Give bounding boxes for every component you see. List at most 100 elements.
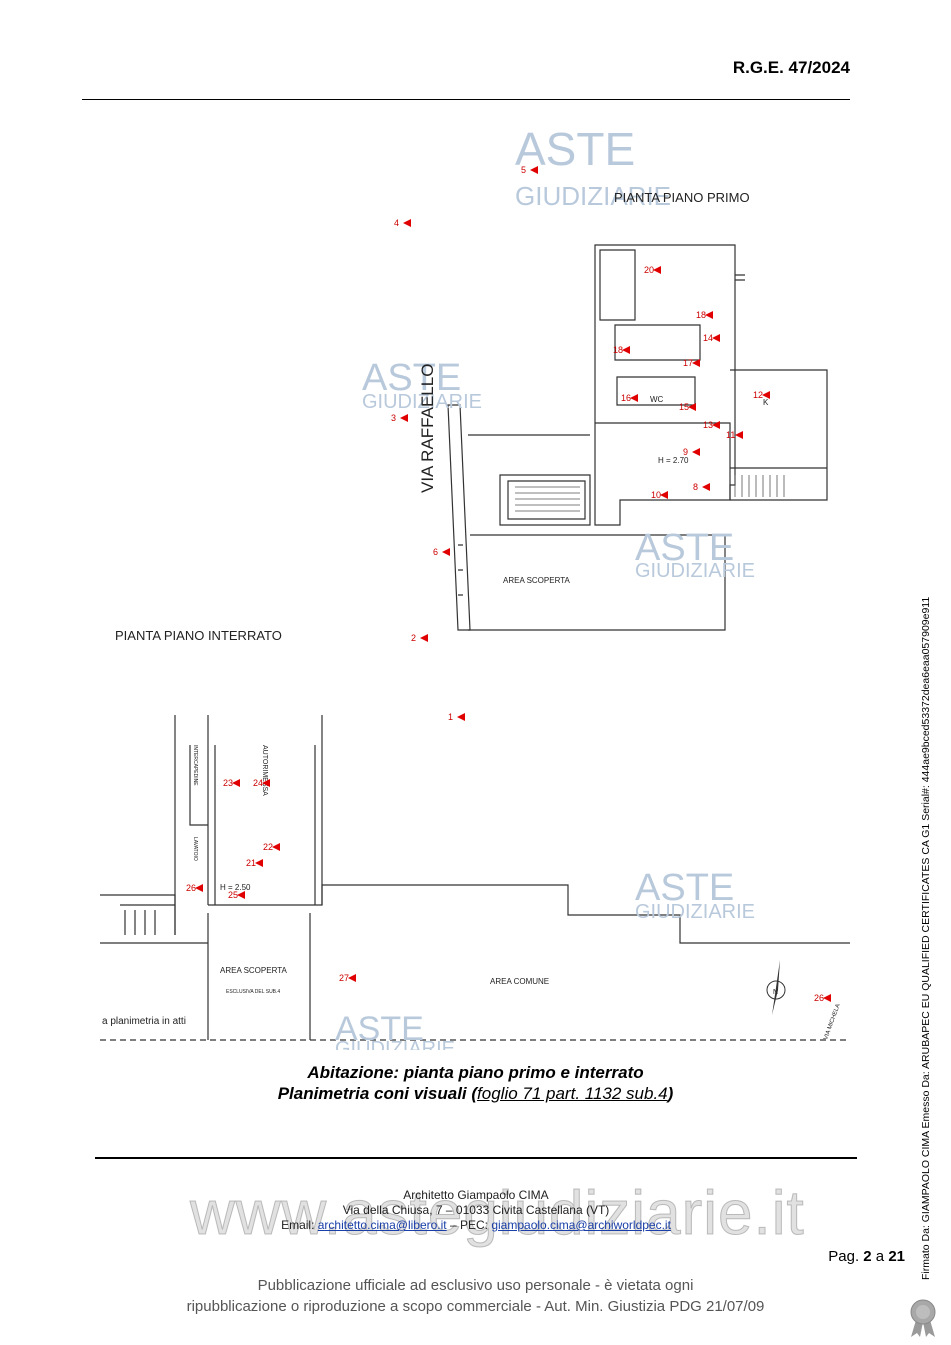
view-cone-icon (622, 346, 630, 354)
svg-text:ASTE: ASTE (335, 1010, 424, 1048)
height-first-label: H = 2.70 (658, 456, 689, 465)
footer-contacts: Architetto Giampaolo CIMA Via della Chiu… (95, 1188, 857, 1233)
header-divider (82, 99, 850, 100)
view-cone-number: 26 (186, 883, 196, 893)
view-cone-icon (823, 994, 831, 1002)
view-cone-icon (457, 713, 465, 721)
k-label: K (763, 398, 769, 407)
svg-text:GIUDIZIARIE: GIUDIZIARIE (335, 1038, 455, 1050)
north-arrow-icon: N (766, 960, 786, 1015)
view-cone-number: 22 (263, 842, 273, 852)
svg-text:ASTE: ASTE (362, 357, 461, 399)
view-cone-number: 9 (683, 447, 688, 457)
view-cone-number: 26 (814, 993, 824, 1003)
view-cone-number: 11 (726, 430, 735, 440)
area-comune-label: AREA COMUNE (490, 977, 549, 986)
area-scoperta-basement-label: AREA SCOPERTA (220, 966, 288, 975)
plan-title-first-floor: PIANTA PIANO PRIMO (614, 190, 750, 205)
architect-address: Via della Chiusa, 7 – 01033 Civita Caste… (342, 1203, 610, 1217)
view-cone-icon (653, 266, 661, 274)
view-cone-number: 18 (613, 345, 623, 355)
view-cone-number: 25 (228, 890, 238, 900)
planimetria-note: a planimetria in atti (102, 1016, 186, 1027)
caption-line-2: Planimetria coni visuali (foglio 71 part… (277, 1084, 674, 1103)
view-cone-icon (237, 891, 245, 899)
street-label: VIA RAFFAELLO (418, 364, 437, 493)
view-cone-icon (272, 843, 280, 851)
view-cone-icon (688, 403, 696, 411)
view-cone-icon (232, 779, 240, 787)
view-cone-icon (403, 219, 411, 227)
view-cone-icon (702, 483, 710, 491)
view-cone-icon (255, 859, 263, 867)
view-cone-number: 5 (521, 165, 526, 175)
wc-label: WC (650, 395, 664, 404)
view-cone-number: 3 (391, 413, 396, 423)
email-link[interactable]: architetto.cima@libero.it (317, 1218, 447, 1232)
view-cone-icon (692, 359, 700, 367)
view-cone-number: 12 (753, 390, 763, 400)
svg-text:ASTE: ASTE (515, 123, 635, 175)
case-number: R.G.E. 47/2024 (732, 58, 850, 77)
aste-watermark: ASTE GIUDIZIARIE ASTE GIUDIZIARIE ASTE G… (335, 123, 755, 1050)
contact-line: Email: architetto.cima@libero.it – PEC: … (281, 1218, 671, 1232)
view-cone-icon (420, 634, 428, 642)
esclusiva-label: ESCLUSIVA DEL SUB.4 (226, 989, 280, 995)
view-cone-number: 17 (683, 358, 693, 368)
architect-name: Architetto Giampaolo CIMA (403, 1188, 549, 1202)
footer-divider (95, 1157, 857, 1159)
page-number: Pag. 2 a 21 (828, 1248, 905, 1265)
view-cone-icon (705, 311, 713, 319)
view-cone-icon (712, 334, 720, 342)
view-cone-icon (262, 779, 270, 787)
view-cone-number: 15 (679, 402, 689, 412)
view-cone-number: 27 (339, 973, 349, 983)
svg-text:GIUDIZIARIE: GIUDIZIARIE (362, 391, 482, 413)
view-cone-icon (692, 448, 700, 456)
lavatoio-label: LAVATOIO (192, 837, 198, 861)
view-cone-number: 21 (246, 858, 256, 868)
autorimessa-label: AUTORIMESSA (261, 745, 268, 796)
svg-text:ASTE: ASTE (635, 867, 734, 909)
view-cone-number: 2 (411, 633, 416, 643)
view-cone-number: 4 (394, 218, 399, 228)
svg-text:GIUDIZIARIE: GIUDIZIARIE (515, 181, 671, 211)
svg-text:N: N (773, 989, 778, 996)
view-cone-icon (400, 414, 408, 422)
plan-title-basement: PIANTA PIANO INTERRATO (115, 628, 282, 643)
view-cone-number: 20 (644, 265, 654, 275)
height-basement-label: H = 2.50 (220, 883, 251, 892)
svg-text:GIUDIZIARIE: GIUDIZIARIE (635, 560, 755, 582)
view-cone-icon (735, 431, 743, 439)
view-cone-number: 13 (703, 420, 713, 430)
area-scoperta-label: AREA SCOPERTA (503, 576, 571, 585)
svg-text:ASTE: ASTE (635, 527, 734, 569)
publication-notice: Pubblicazione ufficiale ad esclusivo uso… (186, 1277, 765, 1315)
view-cone-number: 10 (651, 490, 661, 500)
view-cone-icon (530, 166, 538, 174)
view-cone-icon (660, 491, 668, 499)
pec-link[interactable]: giampaolo.cima@archiworldpec.it (491, 1218, 671, 1232)
view-cone-number: 8 (693, 482, 698, 492)
via-micheli-label: VIA MICHELA (823, 1003, 842, 1040)
view-cone-number: 23 (223, 778, 233, 788)
view-cone-number: 14 (703, 333, 713, 343)
view-cone-icon (348, 974, 356, 982)
view-cone-number: 6 (433, 547, 438, 557)
view-cone-number: 18 (696, 310, 706, 320)
view-cone-number: 24 (253, 778, 263, 788)
caption-line-1: Abitazione: pianta piano primo e interra… (307, 1063, 644, 1082)
svg-text:GIUDIZIARIE: GIUDIZIARIE (635, 901, 755, 923)
view-cone-icon (195, 884, 203, 892)
seal-icon (906, 1298, 940, 1338)
caption-reference: foglio 71 part. 1132 sub.4 (477, 1084, 668, 1103)
digital-signature: Firmato Da: GIAMPAOLO CIMA Emesso Da: AR… (920, 596, 932, 1280)
view-cone-icon (712, 421, 720, 429)
view-cone-icon (762, 391, 770, 399)
intercapedine-label: INTERCAPEDINE (192, 745, 198, 786)
view-cone-icon (630, 394, 638, 402)
figure-caption: Abitazione: pianta piano primo e interra… (0, 1062, 951, 1104)
view-cone-number: 1 (448, 712, 453, 722)
view-cone-icon (442, 548, 450, 556)
